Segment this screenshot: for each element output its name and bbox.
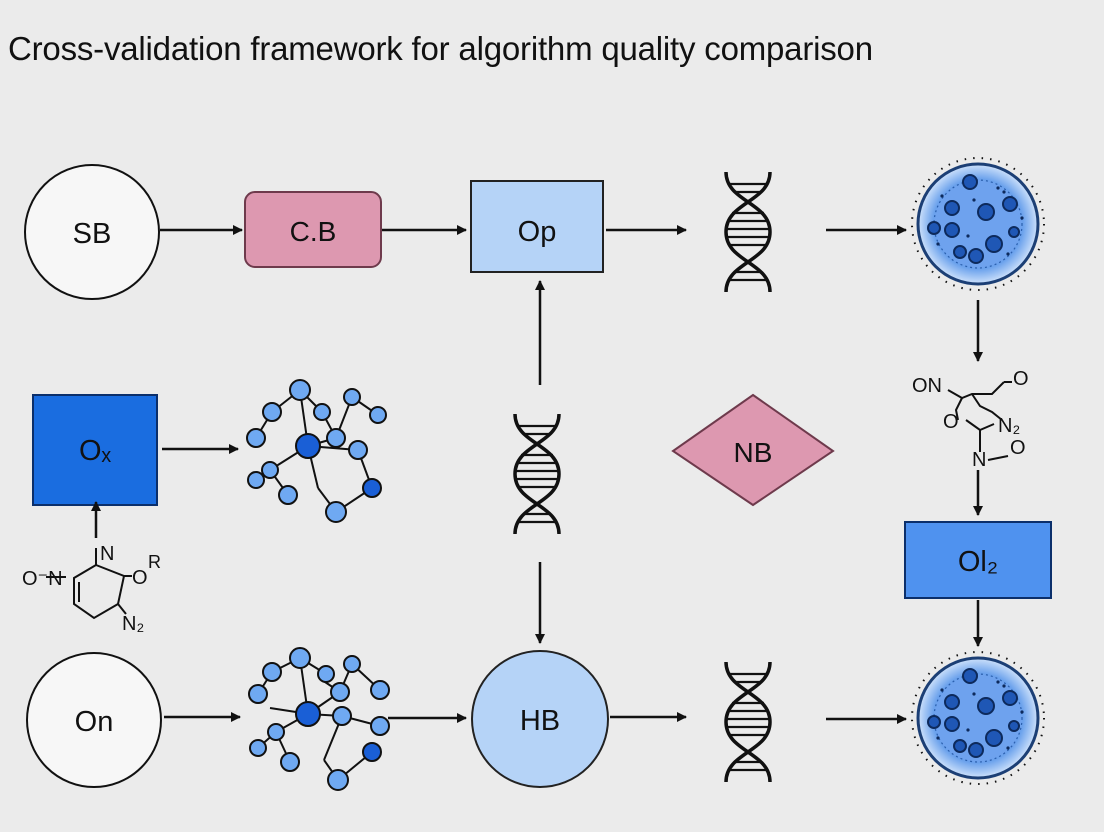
node-op-label: Op — [518, 216, 557, 248]
dna-helix-icon — [724, 660, 772, 784]
cell-icon — [910, 156, 1046, 292]
node-nb: NB — [671, 393, 835, 507]
node-hb: HB — [471, 650, 609, 788]
dna-helix-icon — [724, 170, 772, 294]
molecule-label-o-chain: O — [1010, 437, 1026, 459]
molecule-left-label-o: O — [132, 567, 148, 589]
node-hb-label: HB — [520, 705, 560, 737]
molecule-left-label-n: N — [100, 543, 114, 565]
node-nb-label: NB — [734, 437, 773, 468]
node-sb: SB — [24, 164, 160, 300]
molecule-left-label-r: R — [148, 552, 161, 572]
diagram-title: Cross-validation framework for algorithm… — [8, 30, 873, 67]
node-sb-label: SB — [73, 218, 112, 250]
node-cb-label: C.B — [290, 216, 337, 247]
node-op: Op — [470, 180, 604, 273]
molecule-label-o-ring: O — [943, 411, 959, 433]
molecule-left-label-n2: N₂ — [122, 613, 144, 635]
molecule-label-n2: N₂ — [998, 415, 1020, 437]
node-ox-label: Oₓ — [79, 435, 112, 467]
network-graph-icon — [248, 647, 390, 791]
node-ox: Oₓ — [32, 394, 158, 506]
node-cb: C.B — [244, 191, 382, 268]
molecule-label-o-top: O — [1013, 368, 1029, 390]
molecule-left-label-o-minus-n: O⁻N — [22, 568, 63, 590]
molecule-top-right-icon — [947, 381, 1012, 461]
node-ol2-label: Ol₂ — [958, 546, 998, 578]
network-graph-icon — [246, 379, 387, 523]
molecule-label-on: ON — [912, 375, 942, 397]
cell-icon — [910, 650, 1046, 786]
dna-helix-icon — [513, 412, 561, 536]
node-on-label: On — [75, 706, 114, 738]
molecule-left-icon — [46, 548, 132, 620]
node-ol2: Ol₂ — [904, 521, 1052, 599]
node-on: On — [26, 652, 162, 788]
molecule-label-n: N — [972, 449, 986, 471]
